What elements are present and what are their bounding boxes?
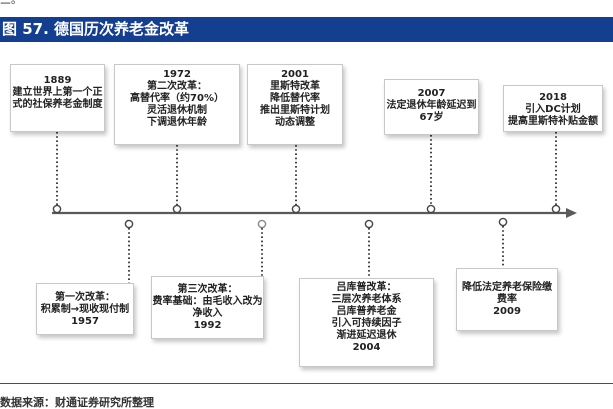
event-line: 法定退休年龄延迟到 xyxy=(386,100,477,111)
source-note: 数据来源：财通证券研究所整理 xyxy=(0,396,154,409)
event-marker xyxy=(52,204,62,214)
event-line: 第二次改革： xyxy=(147,81,207,92)
event-line: 里斯特改革 xyxy=(270,81,320,92)
figure-title: 图 57. 德国历次养老金改革 xyxy=(2,20,190,38)
event-line: 第三次改革： xyxy=(177,284,238,295)
event-line: 动态调整 xyxy=(275,117,315,128)
event-line: 1957 xyxy=(71,316,99,327)
event-marker xyxy=(364,219,374,229)
figure-title-bar: 图 57. 德国历次养老金改革 xyxy=(0,17,613,42)
event-marker xyxy=(172,204,182,214)
event-line: 三层次养老体系 xyxy=(331,294,402,305)
event-marker xyxy=(257,219,267,229)
event-marker xyxy=(551,204,561,214)
event-line: 下调退休年龄 xyxy=(147,117,207,128)
timeline-arrowhead xyxy=(566,208,577,218)
event-line: 2018 xyxy=(539,92,567,103)
event-line: 高替代率（约70%） xyxy=(130,93,224,104)
event-marker xyxy=(291,204,301,214)
event-line: 建立世界上第一个正 xyxy=(12,87,103,98)
event-line: 渐进延迟退休 xyxy=(336,330,397,341)
event-line: 67岁 xyxy=(419,112,444,123)
event-line: 2001 xyxy=(281,69,309,80)
event-line: 第一次改革： xyxy=(55,292,115,303)
event-line: 吕库普改革： xyxy=(336,282,397,293)
event-line: 费率 xyxy=(497,294,517,305)
event-line: 吕库普养老金 xyxy=(336,306,397,317)
event-marker xyxy=(124,219,134,229)
event-line: 1992 xyxy=(193,320,222,331)
event-line: 降低法定养老保险缴 xyxy=(462,282,552,293)
event-line: 积累制→现收现付制 xyxy=(40,304,130,315)
event-marker xyxy=(426,204,436,214)
event-line: 净收入 xyxy=(192,308,223,319)
event-line: 1972 xyxy=(163,69,191,80)
event-line: 降低替代率 xyxy=(270,93,320,104)
event-line: 提高里斯特补贴金额 xyxy=(508,116,598,127)
event-line: 引入DC计划 xyxy=(525,104,581,115)
event-line: 2004 xyxy=(352,342,381,353)
footer-divider xyxy=(0,383,613,384)
event-line: 引入可持续因子 xyxy=(331,318,402,329)
event-line: 费率基础：由毛收入改为 xyxy=(152,296,263,307)
event-line: 1889 xyxy=(43,75,72,86)
event-line: 2007 xyxy=(417,88,446,99)
event-line: 式的社保养老金制度 xyxy=(12,99,103,110)
event-line: 2009 xyxy=(493,306,521,317)
event-line: 推出里斯特计划 xyxy=(260,105,330,116)
top-text-fragment: 三。 xyxy=(0,0,22,6)
event-marker xyxy=(498,217,508,227)
event-line: 灵活退休机制 xyxy=(147,105,207,116)
